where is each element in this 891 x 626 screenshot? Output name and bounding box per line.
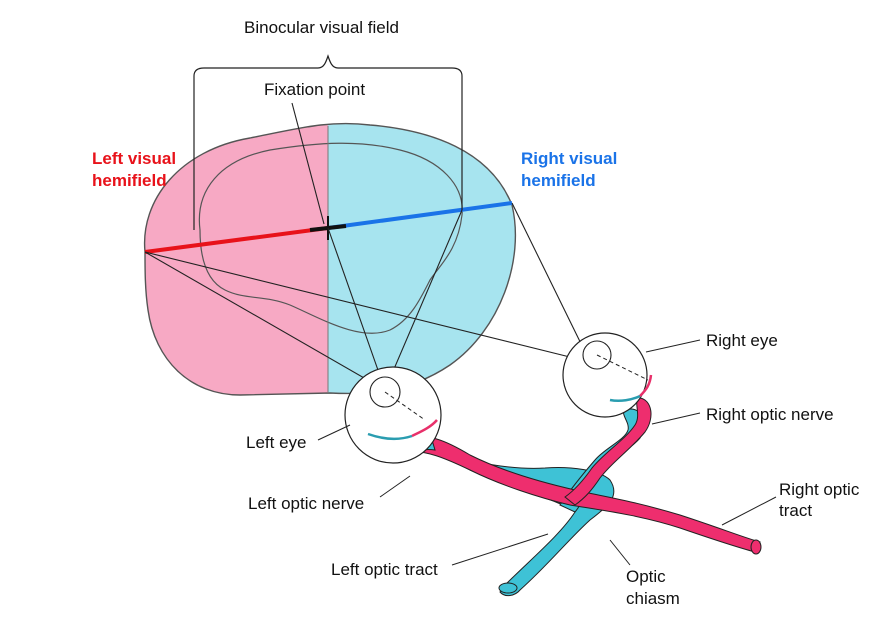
leader-lines — [317, 339, 777, 566]
fixation-point-label: Fixation point — [264, 80, 366, 99]
left-visual-hemifield-label-line2: hemifield — [92, 171, 167, 190]
left-optic-nerve-label: Left optic nerve — [248, 494, 365, 513]
right-visual-hemifield-label-line1: Right visual — [521, 149, 618, 168]
right-eye — [562, 332, 653, 418]
right-optic-tract-label-line1: Right optic — [779, 480, 860, 499]
binocular-bracket — [193, 54, 463, 230]
left-visual-hemifield-label-line1: Left visual — [92, 149, 177, 168]
projection-lines — [144, 202, 591, 391]
right-optic-tract-label-line2: tract — [779, 501, 813, 520]
optic-chiasm-label-line1: Optic — [626, 567, 666, 586]
visual-field — [143, 122, 516, 396]
binocular-visual-field-label: Binocular visual field — [244, 18, 399, 37]
right-meridian-line — [327, 201, 513, 230]
left-eye-label: Left eye — [246, 433, 307, 452]
right-hemifield-area — [328, 123, 516, 394]
optic-chiasm-label-line2: chiasm — [626, 589, 680, 608]
binocular-field-outline — [198, 142, 463, 334]
right-eye-label: Right eye — [706, 331, 778, 350]
left-meridian-line — [144, 226, 329, 254]
right-visual-hemifield-label-line2: hemifield — [521, 171, 596, 190]
left-hemifield-area — [144, 124, 328, 395]
left-eye — [344, 366, 442, 464]
optic-pathway — [397, 397, 762, 597]
left-optic-tract-label: Left optic tract — [331, 560, 438, 579]
left-tract-end — [498, 582, 518, 594]
fixation-pointer-line — [291, 102, 325, 225]
right-optic-nerve-label: Right optic nerve — [706, 405, 834, 424]
right-tract-end — [750, 539, 762, 555]
visual-field-outline — [143, 122, 516, 396]
right-optic-nerve-pink — [564, 397, 652, 506]
